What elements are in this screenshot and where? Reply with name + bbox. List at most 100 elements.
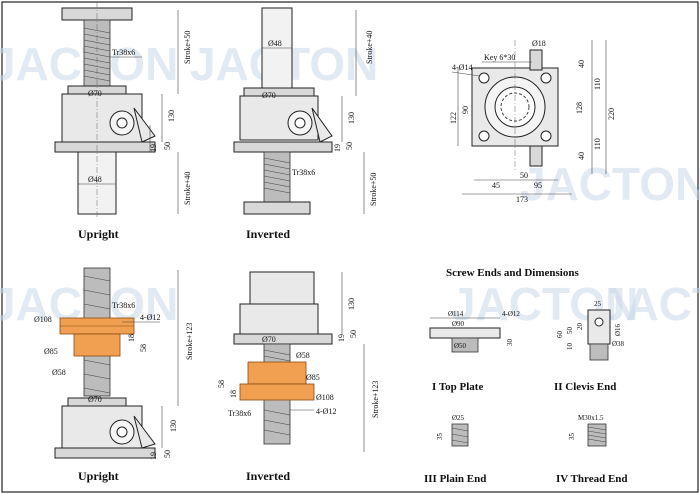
mount-hole <box>540 72 552 84</box>
inverted-bottom-view: Ø70 Ø58 Ø85 Ø108 4-Ø12 Tr38x6 18 58 130 … <box>217 271 380 483</box>
thread-label: Tr38x6 <box>228 409 251 418</box>
clevis-end: 25 Ø16 Ø38 60 50 20 10 II Clevis End <box>554 300 625 393</box>
caption-plain-end: III Plain End <box>424 473 486 485</box>
caption-inverted: Inverted <box>246 469 290 483</box>
watermark-text: JACTON <box>600 278 700 330</box>
height-label: 19 <box>149 452 158 460</box>
holes-label: 4-Ø14 <box>452 63 472 72</box>
plate <box>429 327 501 339</box>
plan-view: Ø18 Key 6*30 4-Ø14 122 90 128 40 40 110 … <box>449 39 616 204</box>
caption-top-plate: I Top Plate <box>432 381 483 393</box>
dimension-label: 110 <box>593 138 602 150</box>
height-label: 58 <box>217 380 226 388</box>
dimension-label: 220 <box>607 108 616 120</box>
dimension-label: 122 <box>449 112 458 124</box>
base-flange <box>233 333 333 345</box>
clevis-shaft <box>589 343 609 361</box>
top-plate <box>243 201 311 215</box>
plate-shaft <box>451 337 479 353</box>
travelling-nut-body <box>247 361 307 385</box>
thread-label: Tr38x6 <box>112 301 135 310</box>
height-label: 60 <box>556 331 564 339</box>
stroke-label: Stroke+50 <box>369 173 378 206</box>
dimension-label: 128 <box>575 102 584 114</box>
watermark-text: JACTON <box>520 158 700 210</box>
diameter-label: Ø25 <box>452 414 465 422</box>
diameter-label: Ø50 <box>454 342 467 350</box>
caption-clevis-end: II Clevis End <box>554 381 616 393</box>
section-title: Screw Ends and Dimensions <box>446 267 579 279</box>
thread-label: Tr38x6 <box>112 48 135 57</box>
height-label: 18 <box>127 334 136 342</box>
stroke-label: Stroke+123 <box>371 381 380 418</box>
base-flange <box>54 141 156 153</box>
travelling-nut-body <box>73 333 121 357</box>
height-label: 35 <box>436 433 444 441</box>
mount-hole <box>478 72 490 84</box>
height-label: 10 <box>566 343 574 351</box>
caption-thread-end: IV Thread End <box>556 473 628 485</box>
stroke-label: Stroke+40 <box>183 172 192 205</box>
diameter-label: Ø58 <box>296 351 310 360</box>
height-label: 19 <box>149 144 158 152</box>
base-flange <box>233 141 333 153</box>
height-label: 35 <box>568 433 576 441</box>
dimension-label: 110 <box>593 78 602 90</box>
gearbox-housing <box>249 271 315 307</box>
diameter-label: Ø18 <box>532 39 546 48</box>
screw-ends-section: Screw Ends and Dimensions Ø114 Ø90 Ø50 4… <box>424 267 628 485</box>
height-label: 30 <box>506 339 514 347</box>
clevis-block <box>587 309 611 345</box>
height-label: 50 <box>163 142 172 150</box>
dimension-label: 90 <box>461 106 470 114</box>
dimension-label: 95 <box>534 181 542 190</box>
inverted-top-view: Ø48 Ø70 Tr38x6 Stroke+40 130 50 19 Strok… <box>233 7 378 241</box>
diameter-label: Ø90 <box>452 320 465 328</box>
holes-label: 4-Ø12 <box>316 407 336 416</box>
dimension-label: 40 <box>577 152 586 160</box>
dimension-label: 45 <box>492 181 500 190</box>
upright-bottom-view: Tr38x6 4-Ø12 Ø108 Ø85 Ø58 18 58 Ø70 Stro… <box>34 267 194 483</box>
diameter-label: Ø85 <box>306 373 320 382</box>
height-label: 18 <box>229 390 238 398</box>
height-label: 130 <box>347 298 356 310</box>
caption-inverted: Inverted <box>246 227 290 241</box>
diameter-label: Ø85 <box>44 347 58 356</box>
caption-upright: Upright <box>78 469 119 483</box>
upright-top-view: Tr38x6 Ø70 Ø48 Stroke+50 130 50 19 Strok… <box>54 2 192 241</box>
mount-hole <box>478 130 490 142</box>
base-flange <box>54 447 156 459</box>
diameter-label: Ø70 <box>88 395 102 404</box>
top-plate-end: Ø114 Ø90 Ø50 4-Ø12 30 I Top Plate <box>429 310 520 393</box>
height-label: 130 <box>167 110 176 122</box>
height-label: 130 <box>347 112 356 124</box>
diameter-label: Ø48 <box>268 39 282 48</box>
thread-label: Tr38x6 <box>292 168 315 177</box>
diameter-label: Ø38 <box>612 340 625 348</box>
height-label: 130 <box>169 420 178 432</box>
dimension-label: 50 <box>520 171 528 180</box>
shaft-key-bottom <box>529 145 543 167</box>
dimension-label: 40 <box>577 60 586 68</box>
thread-end: M30x1.5 35 IV Thread End <box>556 414 628 485</box>
holes-label: 4-Ø12 <box>502 310 520 318</box>
diameter-label: Ø108 <box>34 315 52 324</box>
height-label: 19 <box>333 144 342 152</box>
diameter-label: Ø70 <box>262 91 276 100</box>
stroke-label: Stroke+40 <box>365 31 374 64</box>
diameter-label: Ø108 <box>316 393 334 402</box>
thread-label: M30x1.5 <box>578 414 604 422</box>
height-label: 50 <box>566 327 574 335</box>
diameter-label: Ø70 <box>88 89 102 98</box>
dimension-label: 173 <box>516 195 528 204</box>
plain-end: Ø25 35 III Plain End <box>424 414 486 485</box>
dimension-label: 25 <box>594 300 602 308</box>
height-label: 20 <box>576 323 584 331</box>
height-label: 50 <box>163 450 172 458</box>
travelling-nut-flange <box>239 383 315 401</box>
holes-label: 4-Ø12 <box>140 313 160 322</box>
stroke-label: Stroke+123 <box>185 323 194 360</box>
